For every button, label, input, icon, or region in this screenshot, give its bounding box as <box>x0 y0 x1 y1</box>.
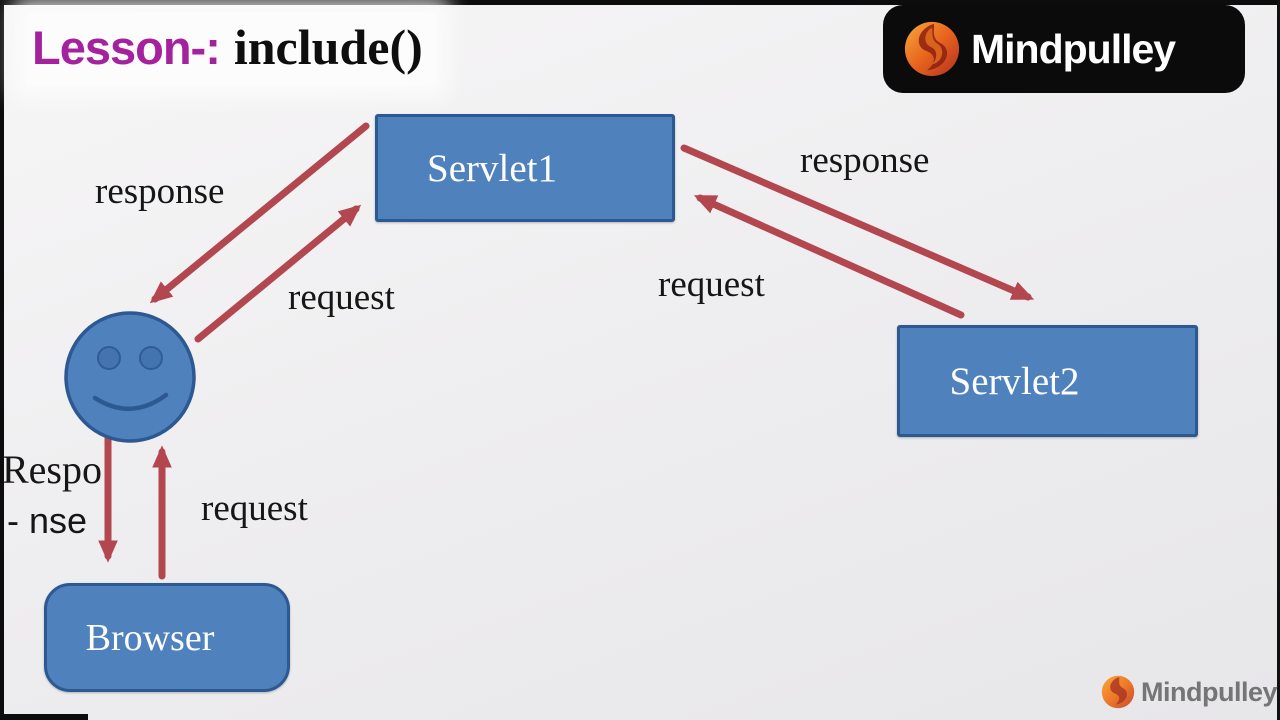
page-title: Lesson-: include() <box>26 12 437 86</box>
arrow-servlet2-to-servlet1 <box>693 194 965 319</box>
watermark-flame-icon <box>1101 675 1135 709</box>
arrow-user-to-servlet1 <box>194 204 362 343</box>
edge-label-response-servlet1-user: response <box>95 171 225 212</box>
frame-left-bar <box>0 0 4 714</box>
node-servlet2: Servlet2 <box>897 325 1198 437</box>
smiley-mouth <box>92 392 169 411</box>
user-smiley <box>64 311 196 443</box>
arrow-servlet1-to-servlet2 <box>680 144 1035 301</box>
lesson-label: Lesson-: <box>32 21 221 74</box>
node-servlet2-label: Servlet2 <box>949 359 1080 403</box>
smiley-right-eye <box>139 346 163 370</box>
watermark-brand-name: Mindpulley <box>1141 676 1278 707</box>
frame-bottom-left-bar <box>0 714 88 720</box>
edge-label-request-user-servlet1: request <box>288 277 395 318</box>
watermark: Mindpulley <box>1100 674 1278 710</box>
node-browser-label: Browser <box>85 616 215 659</box>
frame-top-bar <box>0 0 1280 5</box>
brand-logo: Mindpulley <box>883 5 1245 93</box>
edge-label-request-browser-user: request <box>201 488 308 529</box>
node-servlet1-label: Servlet1 <box>427 146 557 190</box>
edge-label-response-servlet1-servlet2: response <box>800 140 930 181</box>
edge-label-response-line2: - nse <box>7 500 88 541</box>
edge-label-request-servlet2-servlet1: request <box>658 264 765 305</box>
flame-icon <box>904 21 960 77</box>
node-browser: Browser <box>44 583 290 692</box>
edge-label-response-line1: Respo <box>2 447 102 492</box>
node-servlet1: Servlet1 <box>375 114 675 222</box>
frame-right-bar <box>1277 0 1280 720</box>
edge-label-response-user-browser: Respo - nse <box>2 444 102 546</box>
brand-name: Mindpulley <box>971 25 1176 72</box>
arrow-servlet1-to-user <box>149 122 370 304</box>
lesson-topic: include() <box>233 19 423 75</box>
smiley-left-eye <box>97 346 121 370</box>
